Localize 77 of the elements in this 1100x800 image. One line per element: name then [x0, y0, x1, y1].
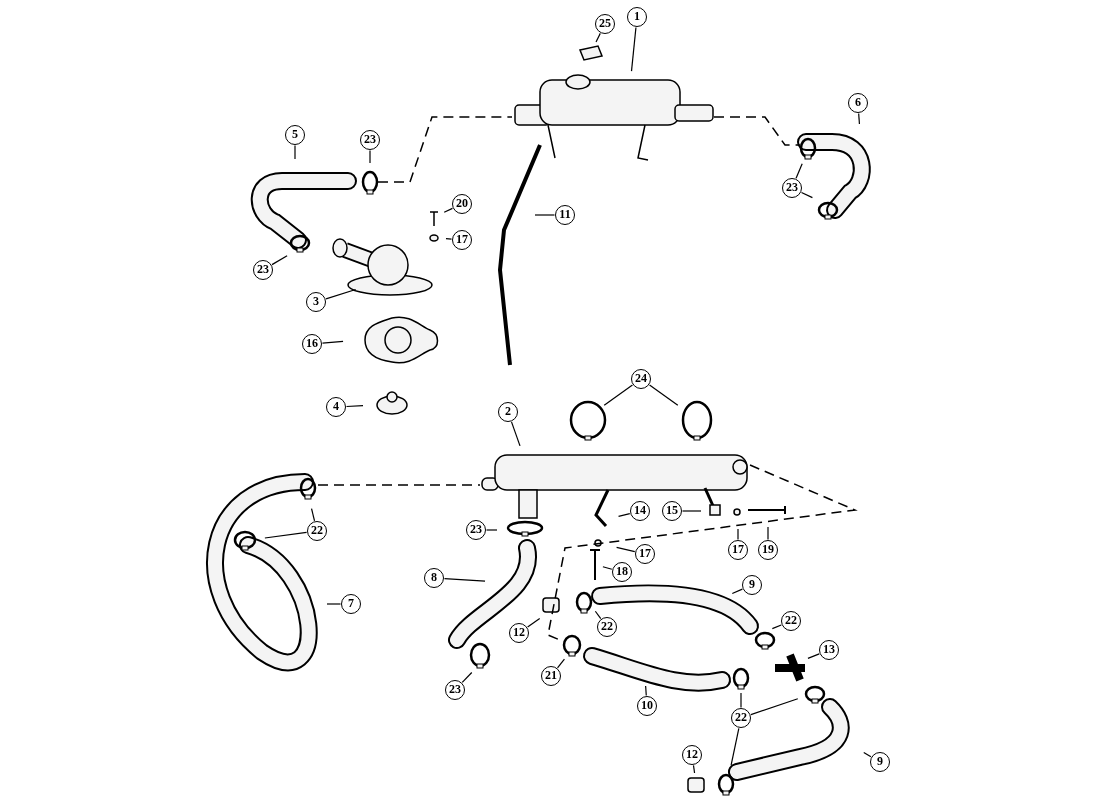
callout-number: 20 [452, 194, 472, 214]
callout-number: 2 [498, 402, 518, 422]
callout-number: 11 [555, 205, 575, 225]
callout-number: 18 [612, 562, 632, 582]
callout-number: 17 [452, 230, 472, 250]
leader-line [800, 191, 814, 199]
leader-line [264, 531, 308, 539]
leader-line [271, 255, 288, 266]
callout-number: 17 [728, 540, 748, 560]
callout-number: 22 [597, 617, 617, 637]
callout-number: 19 [758, 540, 778, 560]
leader-line [692, 764, 696, 774]
leader-line [325, 288, 357, 300]
leader-line [445, 238, 453, 240]
callout-number: 12 [682, 745, 702, 765]
callout-number: 12 [509, 623, 529, 643]
callout-number: 23 [360, 130, 380, 150]
callout-number: 22 [731, 708, 751, 728]
leader-line [730, 727, 740, 766]
callout-number: 23 [253, 260, 273, 280]
leader-line [630, 26, 637, 72]
leader-line [556, 658, 565, 669]
callout-number: 25 [595, 14, 615, 34]
leader-line [595, 32, 601, 43]
leader-line [321, 340, 344, 344]
callout-number: 9 [870, 752, 890, 772]
callout-number: 23 [466, 520, 486, 540]
callout-number: 1 [627, 7, 647, 27]
leader-line [767, 526, 769, 541]
callout-number: 6 [848, 93, 868, 113]
callout-number: 16 [302, 334, 322, 354]
leader-line [771, 624, 782, 630]
leader-line [795, 163, 803, 179]
callout-number: 23 [782, 178, 802, 198]
leader-line [807, 653, 820, 660]
callout-number: 7 [341, 594, 361, 614]
leader-line [681, 510, 702, 512]
callout-number: 17 [635, 544, 655, 564]
leader-line [345, 405, 364, 408]
leader-line [443, 578, 486, 582]
callout-number: 9 [742, 575, 762, 595]
leader-line [602, 566, 613, 570]
callout-number: 10 [637, 696, 657, 716]
leader-line [731, 588, 743, 595]
leader-line [617, 512, 631, 517]
callout-number: 14 [630, 501, 650, 521]
leader-line [534, 214, 556, 216]
callout-number: 8 [424, 568, 444, 588]
leader-line [737, 528, 739, 541]
leader-line [616, 546, 636, 553]
leader-line [461, 671, 473, 683]
callout-number: 4 [326, 397, 346, 417]
leader-line [603, 384, 634, 406]
leader-line [310, 507, 316, 522]
callout-number: 24 [631, 369, 651, 389]
leader-line [326, 603, 342, 605]
leader-line [648, 384, 679, 406]
leader-line [527, 618, 541, 628]
callout-number: 21 [541, 666, 561, 686]
leader-line [443, 207, 454, 213]
leader-line [510, 421, 521, 447]
callout-number: 13 [819, 640, 839, 660]
leader-line [485, 529, 498, 531]
leader-line [750, 698, 799, 716]
leader-line [863, 751, 872, 758]
leader-line [294, 144, 296, 160]
leader-line [645, 685, 647, 697]
callout-number: 15 [662, 501, 682, 521]
leader-line [369, 149, 371, 164]
callout-number: 3 [306, 292, 326, 312]
callout-number: 22 [307, 521, 327, 541]
leader-line [858, 112, 860, 125]
callout-number: 23 [445, 680, 465, 700]
callout-number: 22 [781, 611, 801, 631]
callout-number: 5 [285, 125, 305, 145]
leader-line [740, 692, 742, 709]
leader-line [594, 610, 602, 620]
